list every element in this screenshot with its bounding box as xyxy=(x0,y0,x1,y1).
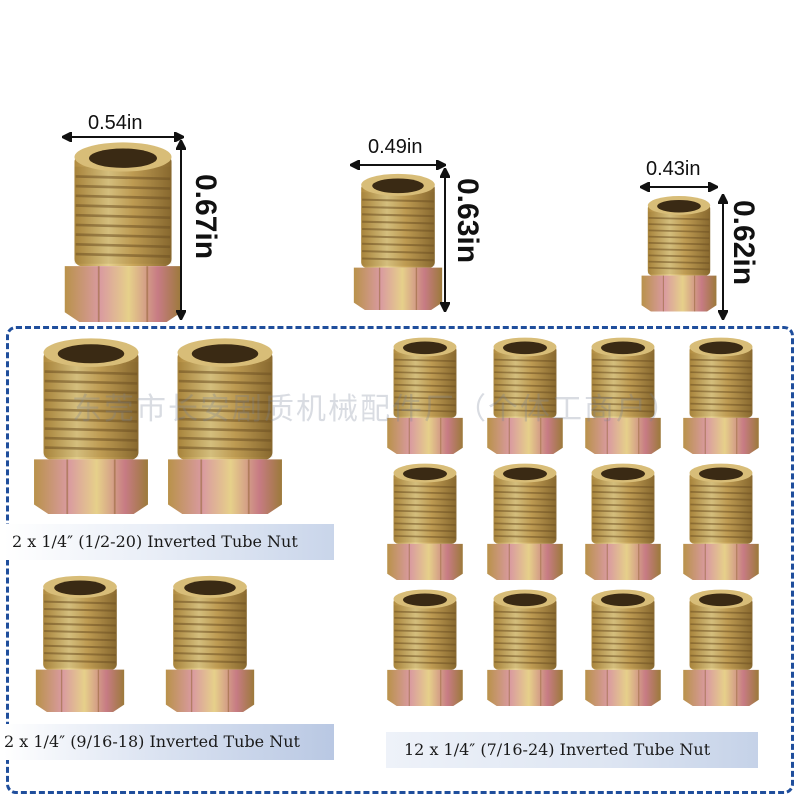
small-width-arrow xyxy=(640,182,718,192)
small-nut-image xyxy=(640,195,718,313)
set-small-nut xyxy=(486,462,564,580)
small-height-arrow xyxy=(718,194,728,320)
medium-width-arrow xyxy=(350,160,446,170)
set-small-nut xyxy=(584,588,662,706)
large-width-label: 0.54in xyxy=(88,112,143,134)
large-width-arrow xyxy=(62,132,184,142)
product-set-frame xyxy=(6,326,794,794)
set-medium-nut-1 xyxy=(34,574,126,714)
watermark-text: 东莞市长安剧质机械配件厂（个体工商户） xyxy=(72,392,680,427)
medium-width-label: 0.49in xyxy=(368,136,423,158)
caption-large-set: 2 x 1/4″ (1/2-20) Inverted Tube Nut xyxy=(4,524,334,560)
set-medium-nut-2 xyxy=(164,574,256,714)
medium-height-label: 0.63in xyxy=(451,178,484,264)
large-height-label: 0.67in xyxy=(189,174,222,260)
medium-height-arrow xyxy=(440,168,450,312)
large-nut-image xyxy=(63,141,183,322)
large-height-arrow xyxy=(176,140,186,320)
caption-medium-set: 2 x 1/4″ (9/16-18) Inverted Tube Nut xyxy=(4,724,334,760)
set-small-nut xyxy=(486,588,564,706)
set-small-nut xyxy=(584,462,662,580)
caption-small-set: 12 x 1/4″ (7/16-24) Inverted Tube Nut xyxy=(386,732,758,768)
small-height-label: 0.62in xyxy=(727,200,760,286)
set-small-nut xyxy=(386,588,464,706)
medium-nut-image xyxy=(352,172,444,312)
set-small-nut xyxy=(682,588,760,706)
small-width-label: 0.43in xyxy=(646,158,701,180)
set-small-nut xyxy=(682,336,760,454)
set-small-nut xyxy=(682,462,760,580)
set-small-nut xyxy=(386,462,464,580)
